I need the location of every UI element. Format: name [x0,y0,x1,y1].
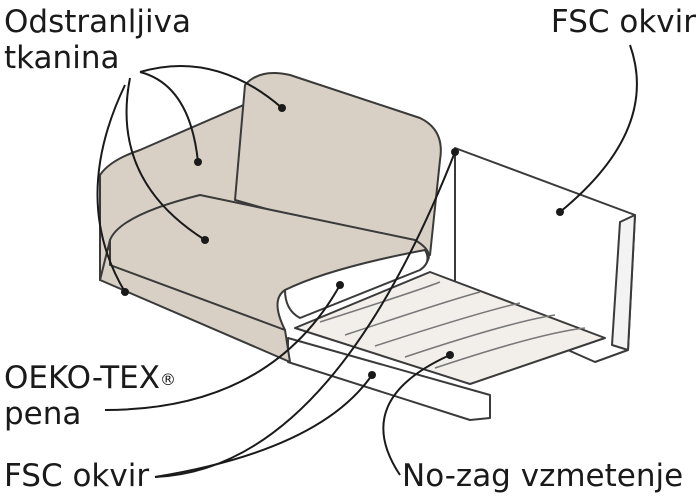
registered-mark: ® [159,370,176,389]
label-fabric-line1: Odstranljiva [4,4,191,40]
label-fabric-line2: tkanina [4,40,120,76]
leader-frame-top [559,44,638,213]
label-springs: No-zag vzmetenje [402,458,684,494]
label-frame-top: FSC okvir [550,4,696,40]
leader-fabric-4 [96,84,126,293]
label-fabric: Odstranljiva tkanina [4,4,191,76]
leader-foam [104,284,341,411]
sofa-backrest [234,72,442,256]
foam-panel [284,249,429,319]
leader-springs [382,354,451,476]
label-frame-bottom: FSC okvir [4,458,150,494]
leader-fabric-3 [125,77,206,241]
leader-fabric-1 [139,65,283,109]
label-foam: OEKO-TEX® pena [4,360,176,432]
label-foam-line2: pena [4,396,82,432]
leader-frame-rail [154,374,373,478]
leader-frame-bottom [154,151,456,478]
label-foam-line1: OEKO-TEX [4,360,160,396]
spring-deck [294,271,606,385]
leader-fabric-2 [139,71,199,163]
